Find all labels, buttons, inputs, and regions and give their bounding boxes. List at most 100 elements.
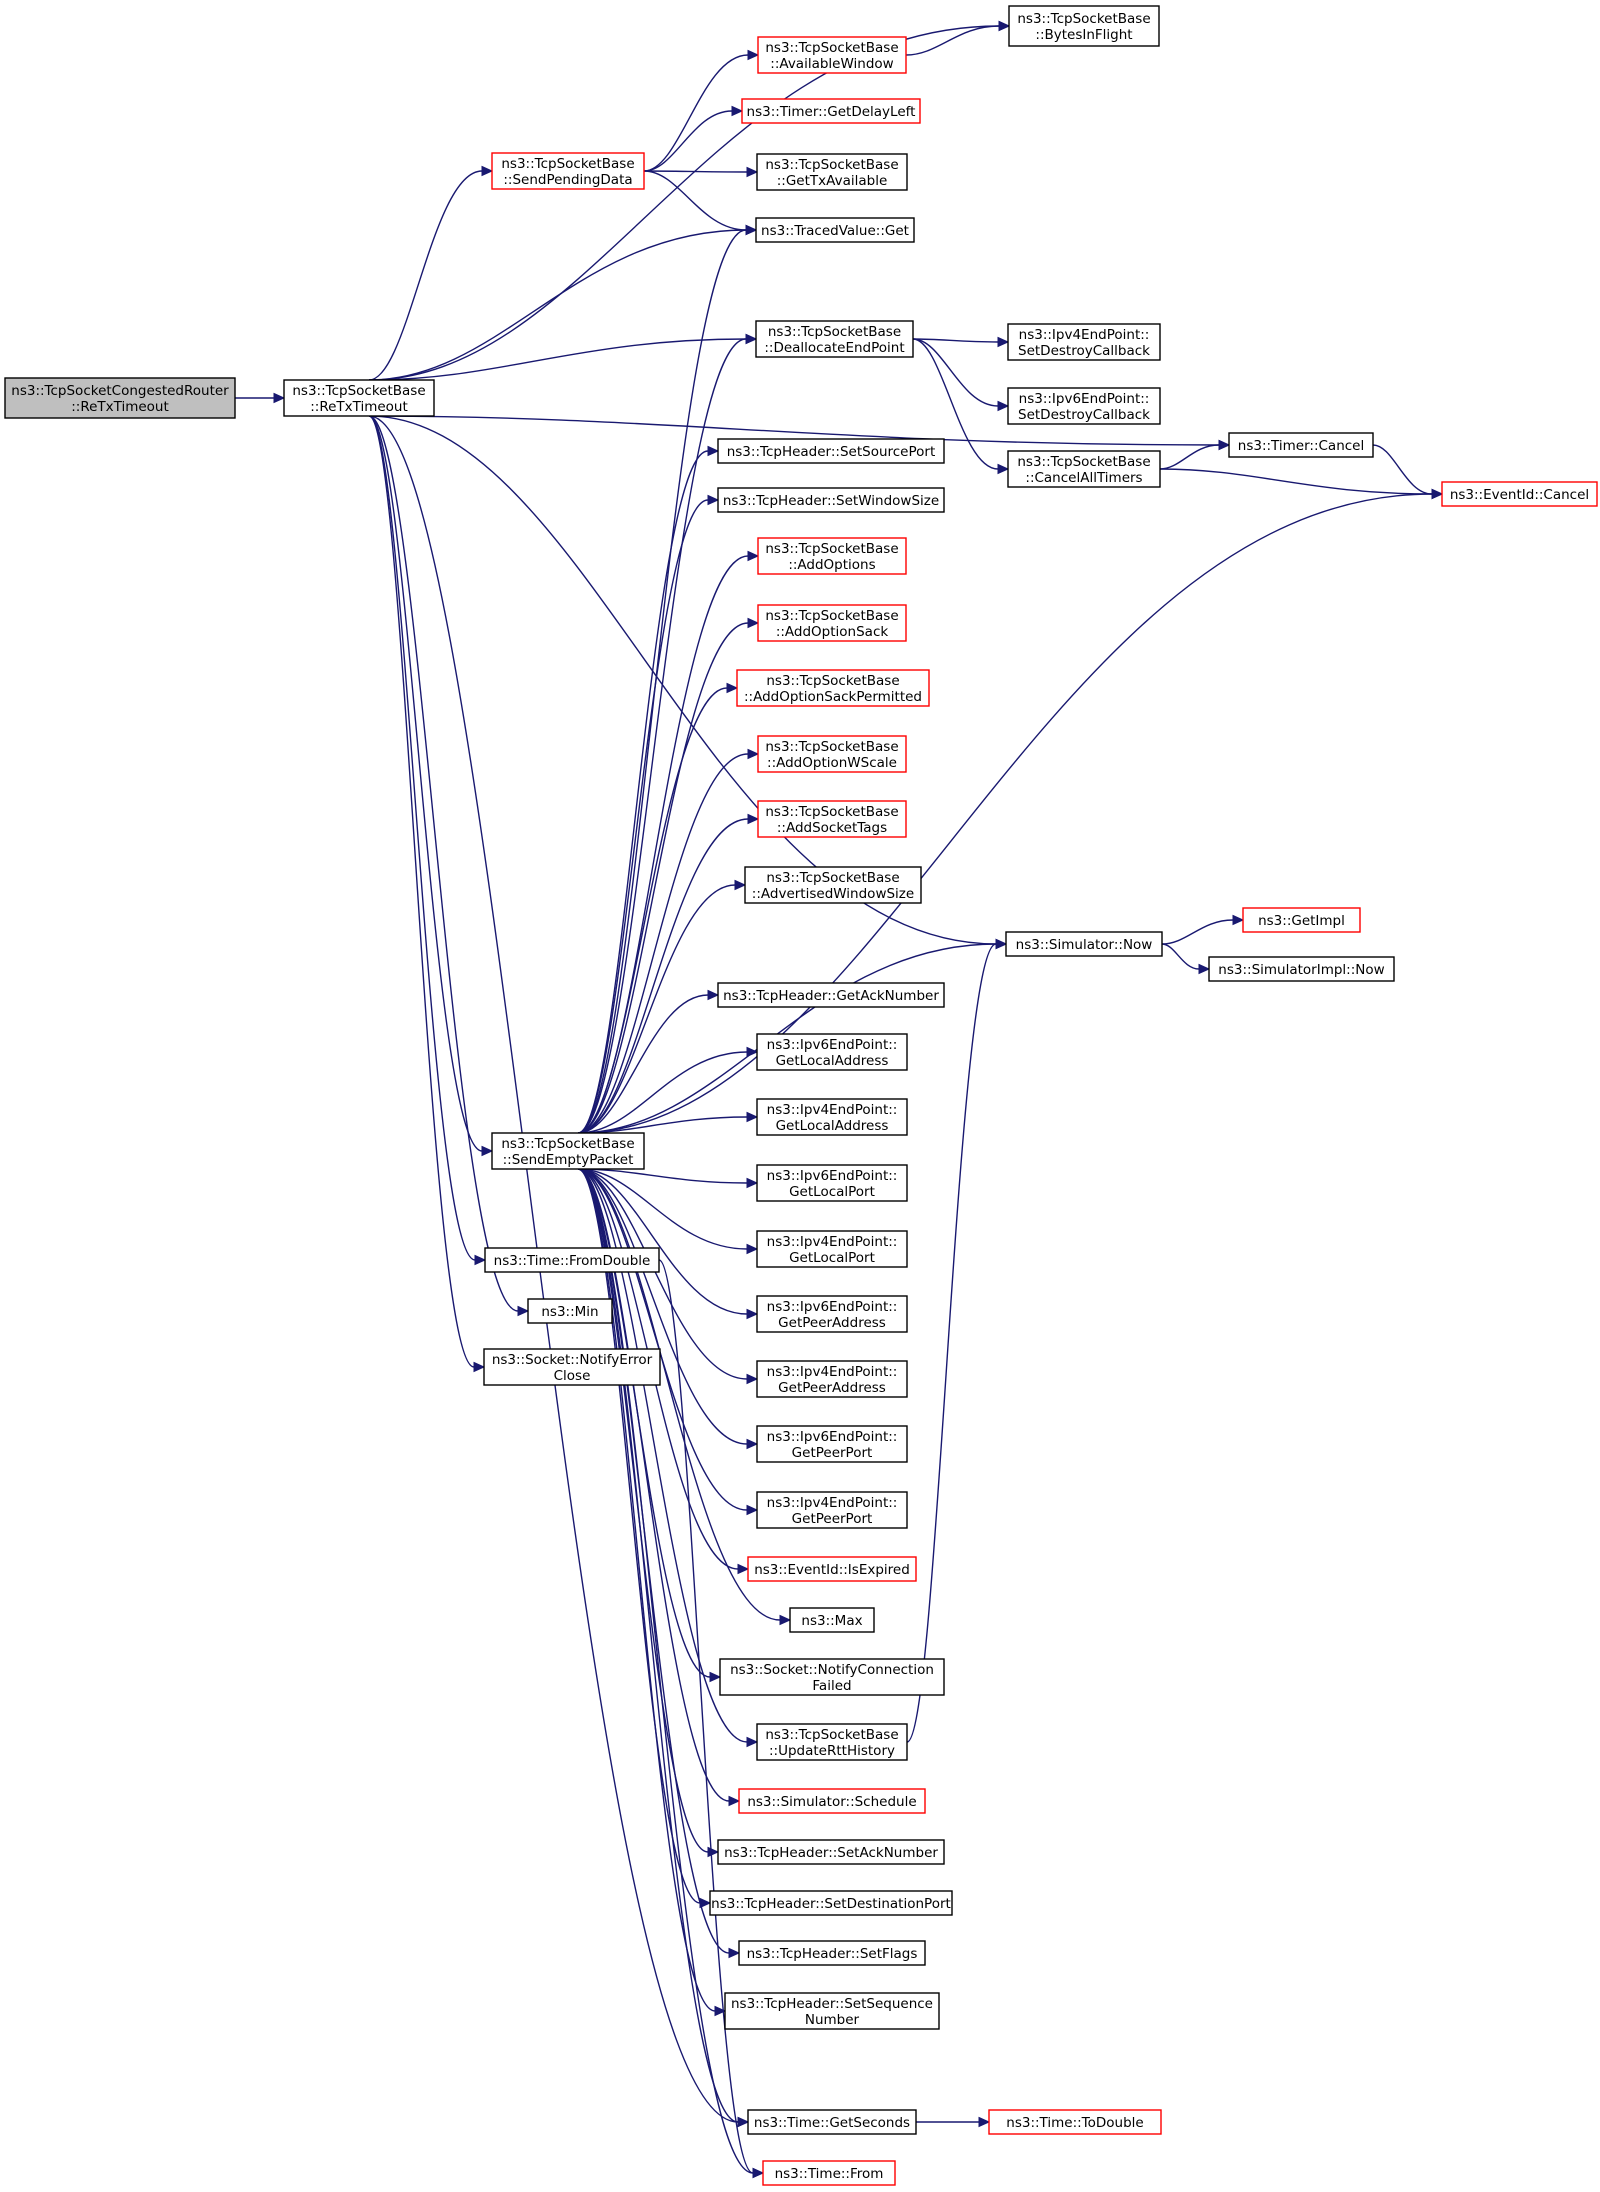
edge-sendempty-to-addwscale [577,753,749,1134]
node-box [756,1098,908,1136]
node-label: ns3::EventId::Cancel [1450,487,1589,503]
graph-node-v4peerport[interactable]: ns3::Ipv4EndPoint::GetPeerPort [756,1491,908,1529]
graph-node-max[interactable]: ns3::Max [789,1607,875,1633]
graph-node-retx[interactable]: ns3::TcpSocketBase::ReTxTimeout [283,379,435,417]
arrowhead [728,1795,741,1807]
arrowhead [707,445,720,457]
node-box [1007,323,1161,361]
edge-sendempty-to-timefrom [577,1168,754,2174]
graph-node-timefrom[interactable]: ns3::Time::From [762,2160,896,2186]
arrowhead [995,938,1008,950]
node-label: ns3::TcpHeader::SetFlags [747,1946,918,1962]
node-box [741,98,921,124]
graph-node-availwin[interactable]: ns3::TcpSocketBase::AvailableWindow [757,36,907,74]
graph-node-bytesinflight[interactable]: ns3::TcpSocketBase::BytesInFlight [1008,5,1160,47]
graph-node-v4peeraddr[interactable]: ns3::Ipv4EndPoint::GetPeerAddress [756,1360,908,1398]
node-label: GetPeerAddress [778,1315,886,1331]
node-label: ns3::Socket::NotifyError [492,1352,653,1368]
graph-node-addsack[interactable]: ns3::TcpSocketBase::AddOptionSack [757,604,907,642]
graph-node-eventcancel[interactable]: ns3::EventId::Cancel [1441,481,1598,507]
edge-sendempty-to-setdstport [577,1168,701,1904]
node-label: GetPeerPort [792,1511,873,1527]
arrowhead [731,105,744,117]
edge-retx-to-fromdouble [368,415,476,1261]
graph-node-getimpl[interactable]: ns3::GetImpl [1242,907,1361,933]
graph-node-v4localaddr[interactable]: ns3::Ipv4EndPoint::GetLocalAddress [756,1098,908,1136]
node-label: ns3::GetImpl [1258,913,1345,929]
node-label: ::CancelAllTimers [1025,470,1142,486]
node-label: ns3::TcpSocketBase [766,673,899,689]
graph-node-root[interactable]: ns3::TcpSocketCongestedRouter::ReTxTimeo… [4,377,236,419]
edge-sendempty-to-v6peeraddr [577,1168,748,1315]
node-label: ns3::Timer::Cancel [1238,438,1364,454]
graph-node-v6localport[interactable]: ns3::Ipv6EndPoint::GetLocalPort [756,1164,908,1202]
graph-node-min[interactable]: ns3::Min [527,1298,613,1324]
arrowhead [997,400,1010,412]
edge-sendpending-to-tracedget [643,170,747,231]
node-label: ns3::Ipv4EndPoint:: [767,1495,898,1511]
graph-node-gettxavail[interactable]: ns3::TcpSocketBase::GetTxAvailable [756,153,908,191]
graph-node-cancelall[interactable]: ns3::TcpSocketBase::CancelAllTimers [1007,450,1161,488]
edge-sendempty-to-addsackperm [577,687,728,1134]
edge-updatertt-to-simnow [906,943,997,1743]
graph-node-isexpired[interactable]: ns3::EventId::IsExpired [747,1556,917,1582]
graph-node-v6peeraddr[interactable]: ns3::Ipv6EndPoint::GetPeerAddress [756,1295,908,1333]
graph-node-getdelayleft[interactable]: ns3::Timer::GetDelayLeft [741,98,921,124]
graph-node-v6peerport[interactable]: ns3::Ipv6EndPoint::GetPeerPort [756,1425,908,1463]
edges-layer [235,20,1444,2179]
graph-node-updatertt[interactable]: ns3::TcpSocketBase::UpdateRttHistory [756,1723,908,1761]
graph-node-v4localport[interactable]: ns3::Ipv4EndPoint::GetLocalPort [756,1230,908,1268]
graph-node-sendpending[interactable]: ns3::TcpSocketBase::SendPendingData [491,152,645,190]
graph-node-advwin[interactable]: ns3::TcpSocketBase::AdvertisedWindowSize [744,866,922,904]
graph-node-dealloc[interactable]: ns3::TcpSocketBase::DeallocateEndPoint [755,320,914,358]
node-box [757,604,907,642]
arrowhead [747,550,760,562]
arrowhead [737,1563,750,1575]
graph-node-addsackperm[interactable]: ns3::TcpSocketBase::AddOptionSackPermitt… [736,669,930,707]
graph-node-getseconds[interactable]: ns3::Time::GetSeconds [747,2109,917,2135]
graph-node-addwscale[interactable]: ns3::TcpSocketBase::AddOptionWScale [757,735,907,773]
node-label: GetPeerAddress [778,1380,886,1396]
node-box [719,1658,945,1696]
graph-node-fromdouble[interactable]: ns3::Time::FromDouble [484,1247,660,1273]
graph-node-v6localaddr[interactable]: ns3::Ipv6EndPoint::GetLocalAddress [756,1033,908,1071]
graph-node-setdstport[interactable]: ns3::TcpHeader::SetDestinationPort [709,1890,953,1916]
graph-node-tracedget[interactable]: ns3::TracedValue::Get [755,217,915,243]
graph-node-setacknum[interactable]: ns3::TcpHeader::SetAckNumber [717,1839,945,1865]
arrowhead [481,1145,494,1157]
edge-sendempty-to-v6localaddr [577,1051,748,1134]
graph-node-schedule[interactable]: ns3::Simulator::Schedule [738,1788,926,1814]
node-label: ns3::Ipv6EndPoint:: [1019,391,1150,407]
node-label: ::BytesInFlight [1035,27,1132,43]
graph-node-setflags[interactable]: ns3::TcpHeader::SetFlags [738,1940,926,1966]
node-label: ns3::Time::ToDouble [1006,2115,1143,2131]
edge-sendempty-to-updatertt [577,1168,748,1743]
graph-node-setsrcport[interactable]: ns3::TcpHeader::SetSourcePort [717,438,945,464]
graph-node-addtags[interactable]: ns3::TcpSocketBase::AddSocketTags [757,800,907,838]
graph-node-ipv4destroy[interactable]: ns3::Ipv4EndPoint::SetDestroyCallback [1007,323,1161,361]
graph-node-setwinsize[interactable]: ns3::TcpHeader::SetWindowSize [717,487,945,513]
node-label: ns3::Ipv4EndPoint:: [767,1234,898,1250]
graph-node-sendempty[interactable]: ns3::TcpSocketBase::SendEmptyPacket [491,1132,645,1170]
node-label: ns3::TcpSocketBase [766,870,899,886]
edge-dealloc-to-ipv6destroy [912,338,999,407]
arrowhead [474,1254,487,1266]
node-box [1228,432,1374,458]
node-box [755,320,914,358]
arrowhead [746,1177,759,1189]
graph-node-simimplnow[interactable]: ns3::SimulatorImpl::Now [1208,956,1395,982]
edge-sendempty-to-v4peeraddr [577,1168,748,1380]
edge-sendempty-to-setflags [577,1168,730,1954]
graph-node-addoptions[interactable]: ns3::TcpSocketBase::AddOptions [757,537,907,575]
graph-node-timercancel[interactable]: ns3::Timer::Cancel [1228,432,1374,458]
node-box [736,669,930,707]
graph-node-simnow[interactable]: ns3::Simulator::Now [1005,931,1163,957]
node-box [1008,5,1160,47]
graph-node-getacknum[interactable]: ns3::TcpHeader::GetAckNumber [717,982,945,1008]
graph-node-ipv6destroy[interactable]: ns3::Ipv6EndPoint::SetDestroyCallback [1007,387,1161,425]
graph-node-todouble[interactable]: ns3::Time::ToDouble [988,2109,1162,2135]
